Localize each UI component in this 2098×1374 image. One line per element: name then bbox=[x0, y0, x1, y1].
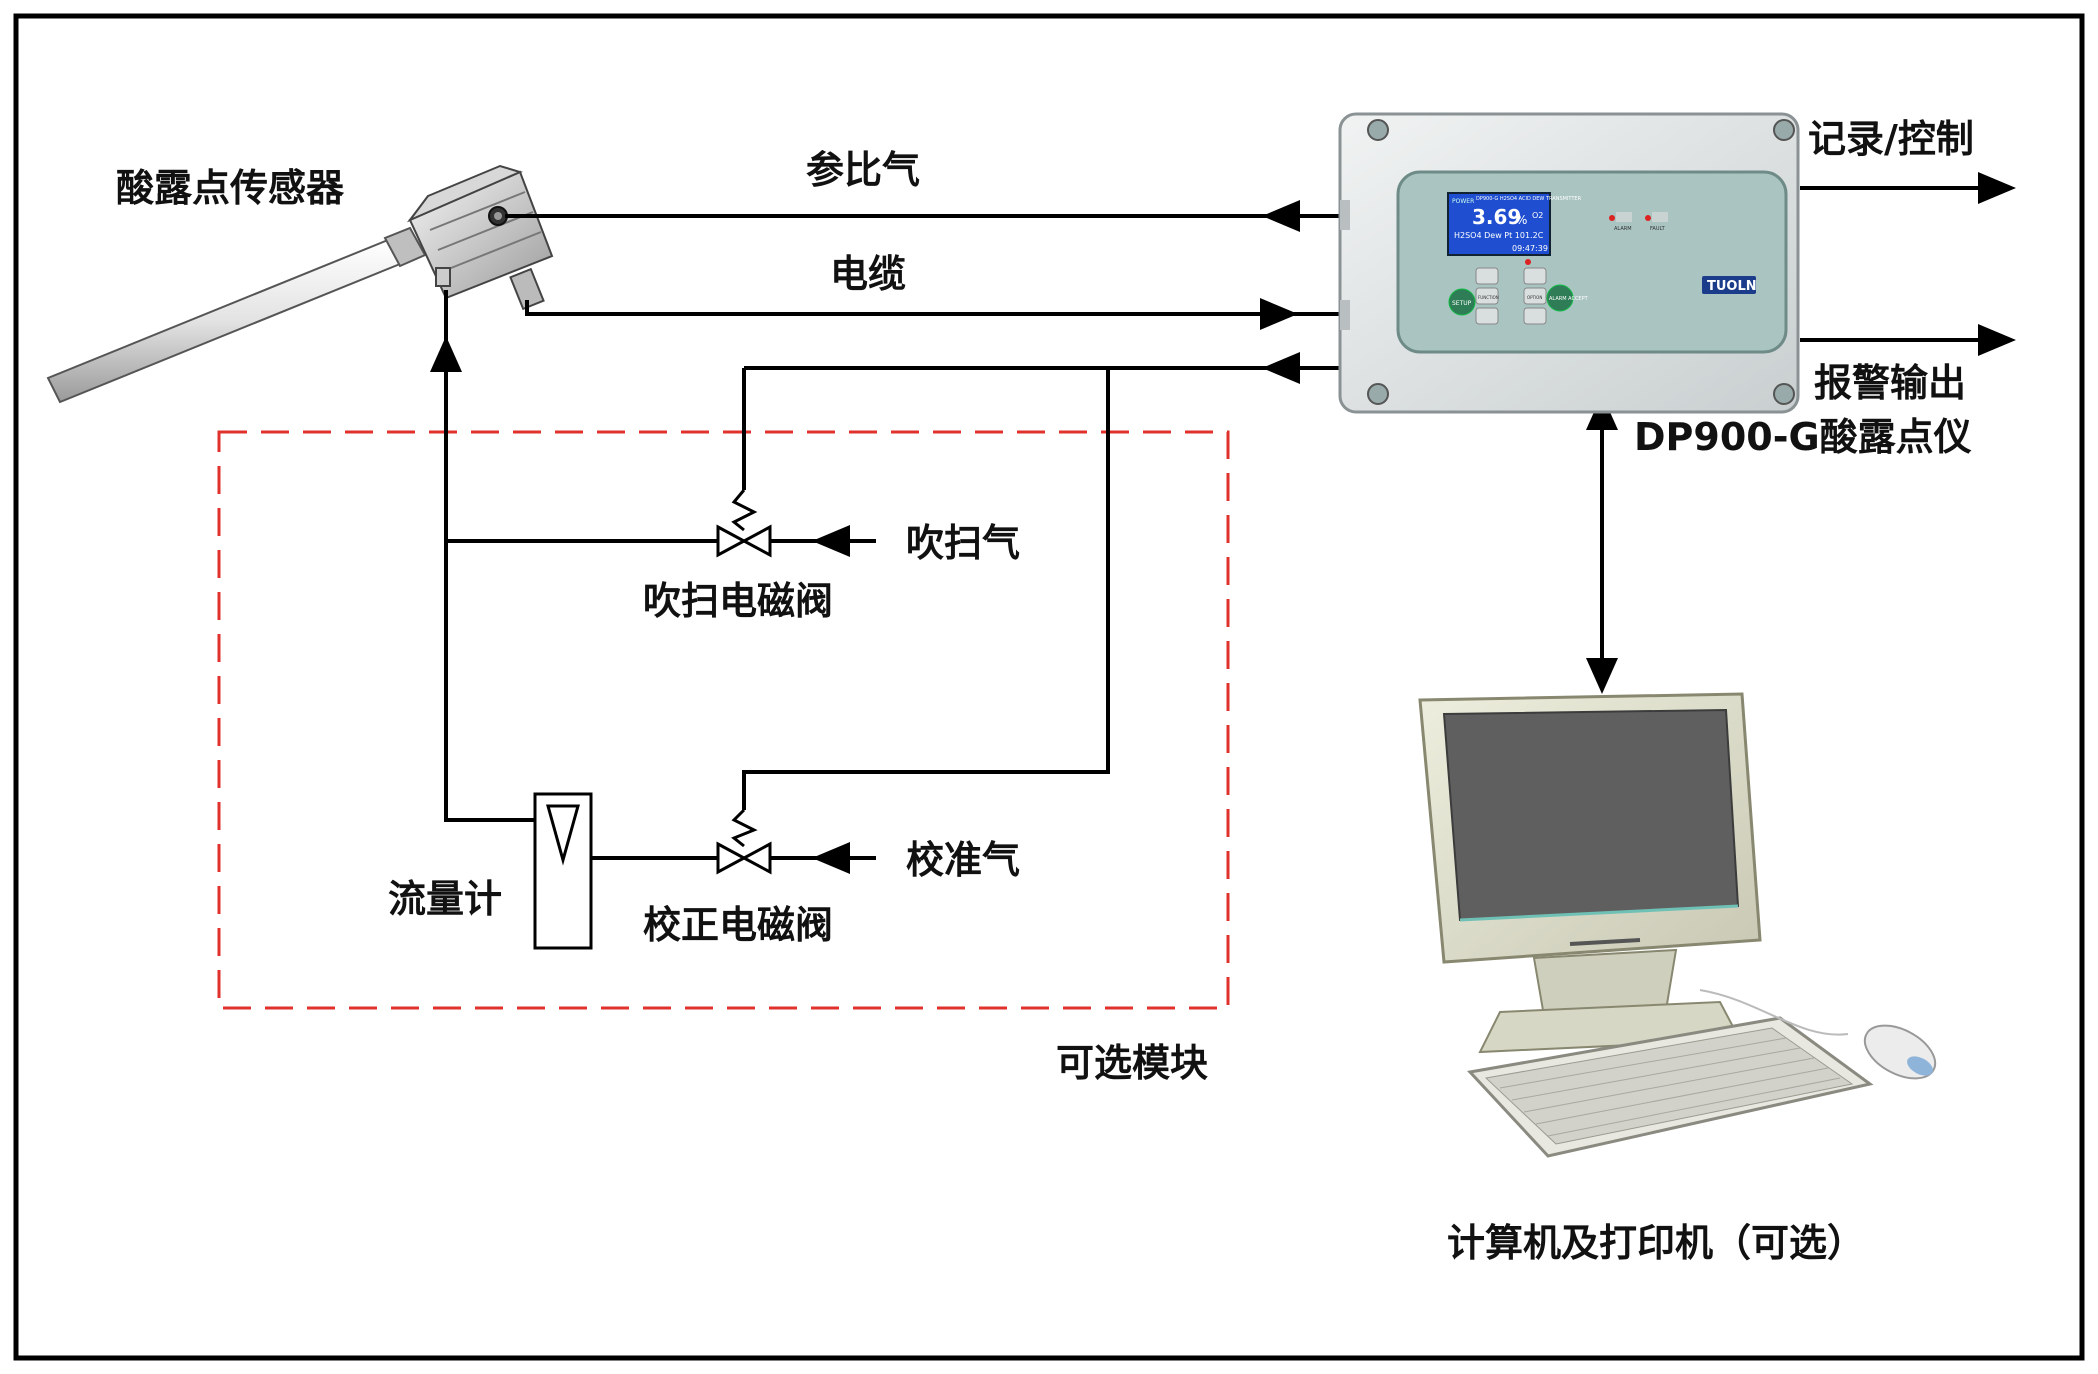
purge-valve-label: 吹扫电磁阀 bbox=[643, 579, 833, 623]
alarm-output-label: 报警输出 bbox=[1814, 361, 1966, 405]
ref-gas-arrow-icon bbox=[1262, 200, 1300, 232]
display-line2: H2SO4 Dew Pt 101.2C bbox=[1454, 231, 1544, 240]
computer-icon bbox=[1418, 692, 1937, 1158]
connection-lines bbox=[444, 186, 1986, 860]
display-unit: % bbox=[1516, 213, 1527, 227]
calibration-solenoid-valve-icon bbox=[716, 808, 772, 875]
brand-badge bbox=[1702, 276, 1756, 294]
purge-gas-label: 吹扫气 bbox=[906, 521, 1020, 565]
computer-label: 计算机及打印机（可选） bbox=[1447, 1221, 1865, 1265]
power-text: POWER bbox=[1452, 198, 1474, 205]
optional-module-box bbox=[217, 430, 1230, 1010]
alarm-out-arrow-icon bbox=[1978, 324, 2016, 356]
display-value: 3.69 bbox=[1472, 205, 1521, 229]
flowmeter-label: 流量计 bbox=[388, 877, 502, 921]
alarm-accept-button[interactable] bbox=[1546, 284, 1574, 312]
module-arrow-icon bbox=[1262, 352, 1300, 384]
purge-in-arrow-icon bbox=[812, 525, 850, 557]
brand-text: TUOLN bbox=[1707, 279, 1757, 294]
led-right-label: FAULT bbox=[1650, 226, 1666, 232]
calibration-gas-label: 校准气 bbox=[906, 838, 1020, 882]
acid-dew-sensor-icon bbox=[46, 164, 554, 404]
function-up-button[interactable] bbox=[1475, 267, 1499, 285]
option-mid-button[interactable] bbox=[1523, 287, 1547, 305]
calibration-valve-label: 校正电磁阀 bbox=[643, 903, 833, 947]
reference-gas-label: 参比气 bbox=[806, 148, 920, 192]
optional-module-label: 可选模块 bbox=[1056, 1041, 1208, 1085]
comm-down-arrow-icon bbox=[1586, 658, 1618, 694]
setup-button[interactable] bbox=[1448, 288, 1476, 316]
lcd-screen bbox=[1447, 192, 1551, 256]
sensor-label: 酸露点传感器 bbox=[116, 166, 345, 210]
flowmeter-icon bbox=[533, 792, 593, 950]
led-left-label: ALARM bbox=[1614, 226, 1632, 232]
mouse-icon bbox=[1863, 1024, 1937, 1080]
cal-in-arrow-icon bbox=[812, 842, 850, 874]
function-mid-button[interactable] bbox=[1475, 287, 1499, 305]
dp900-instrument-icon: POWER DP900-G H2SO4 ACID DEW TRANSMITTER… bbox=[1338, 112, 1800, 414]
alarm-accept-label: ALARM ACCEPT bbox=[1549, 296, 1589, 302]
function-label: FUNCTION bbox=[1478, 295, 1499, 300]
arrowheads bbox=[430, 172, 2016, 874]
outer-frame bbox=[13, 13, 2085, 1361]
record-control-label: 记录/控制 bbox=[1808, 117, 1974, 161]
alarm-led-icon bbox=[1609, 215, 1615, 221]
option-down-button[interactable] bbox=[1523, 307, 1547, 325]
instrument-label: DP900-G酸露点仪 bbox=[1634, 415, 1972, 459]
record-out-arrow-icon bbox=[1978, 172, 2016, 204]
setup-button-label: SETUP bbox=[1452, 300, 1472, 307]
option-led-icon bbox=[1525, 259, 1531, 265]
display-time: 09:47:39 bbox=[1512, 244, 1548, 253]
option-label: OPTION bbox=[1527, 295, 1542, 300]
cable-arrow-icon bbox=[1260, 298, 1298, 330]
display-header-text: DP900-G H2SO4 ACID DEW TRANSMITTER bbox=[1476, 196, 1582, 202]
display-gas: O2 bbox=[1532, 211, 1543, 220]
purge-solenoid-valve-icon bbox=[716, 489, 772, 558]
supply-up-arrow-icon bbox=[430, 336, 462, 372]
cable-label: 电缆 bbox=[830, 252, 906, 296]
function-down-button[interactable] bbox=[1475, 307, 1499, 325]
fault-led-icon bbox=[1645, 215, 1651, 221]
option-up-button[interactable] bbox=[1523, 267, 1547, 285]
